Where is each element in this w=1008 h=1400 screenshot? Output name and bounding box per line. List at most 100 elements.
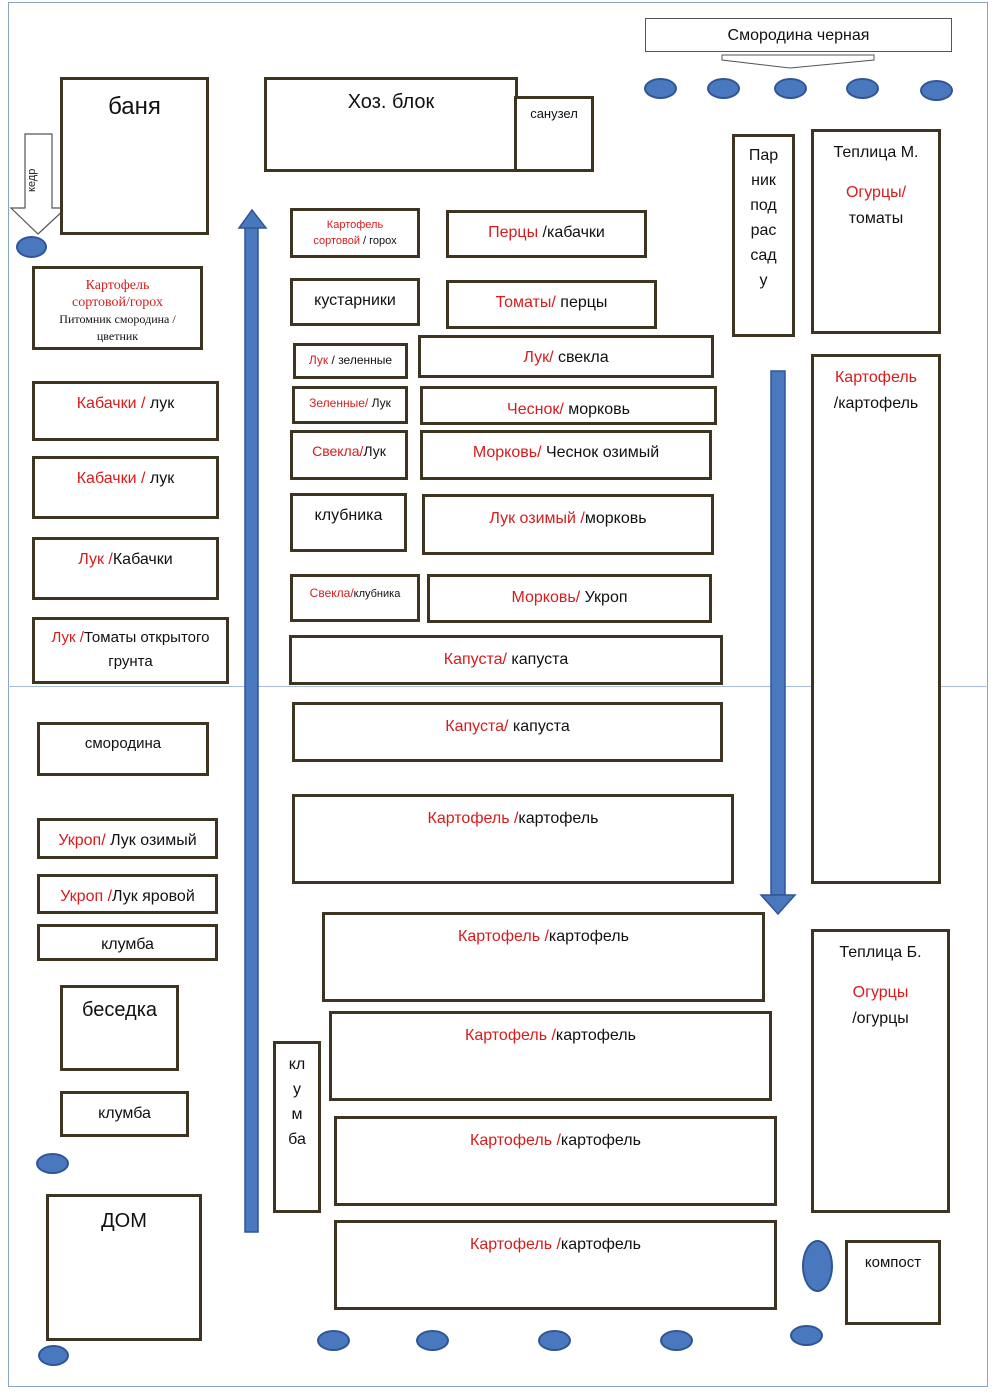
tomaty-black: перцы [555,294,608,311]
bed-luk-kabachki: Лук /Кабачки [32,537,219,600]
kartofel-1-black: картофель [518,810,599,827]
bed-klubnika: клубника [290,493,407,552]
bed-pertsy-kabachki: Перцы /кабачки [446,210,647,258]
page-frame [8,2,988,1387]
bed-kartofel-2: Картофель /картофель [322,912,765,1002]
bed-khoz-blok: Хоз. блок [264,77,518,172]
luk-kabachki-red: Лук / [78,551,113,568]
bed-kartofel-1: Картофель /картофель [292,794,734,884]
kart-center-red1: Картофель [326,219,384,231]
tree-oval [920,80,953,101]
svekla-luk-red: Свекла/ [312,443,364,459]
luk-kabachki-black: Кабачки [112,551,173,568]
tree-oval [790,1325,823,1346]
kartofel-4-red: Картофель / [470,1132,561,1149]
kartofel-3-red: Картофель / [465,1027,556,1044]
bed-luk-svekla: Лук/ свекла [418,335,714,378]
tree-oval [16,236,47,258]
tree-oval [36,1153,69,1174]
morkov-ukr-red: Морковь/ [511,589,581,606]
tree-oval [846,78,879,99]
bed-morkov-ukrop: Морковь/ Укроп [427,574,712,623]
teplica-m-title: Теплица М. [833,144,919,161]
kartofel-right-black: /картофель [833,395,919,412]
bed-chesnok-morkov: Чеснок/ морковь [420,386,717,425]
teplica-b-title: Теплица Б. [839,944,922,961]
page-break-line [8,686,988,687]
bed-kartofel-right: Картофель /картофель [811,354,941,884]
parnik-line-2: под [750,197,777,214]
klumba-v-0: кл [288,1056,306,1073]
luk-tomaty-red: Лук / [51,629,84,646]
ukrop-oz-red: Укроп/ [58,832,106,849]
kedr-label: кедр [26,168,38,192]
tree-oval [38,1345,69,1366]
kabachki-2-red: Кабачки / [76,470,146,487]
zel-luk-red: Зеленные/ [309,396,369,410]
tree-oval [660,1330,693,1351]
bed-kartofel-4: Картофель /картофель [334,1116,777,1206]
ukrop-oz-black: Лук озимый [105,832,197,849]
bed-ukrop-luk-yarovoi: Укроп /Лук яровой [37,874,218,914]
tree-oval [707,78,740,99]
bed-teplica-m: Теплица М. Огурцы/ томаты [811,129,941,334]
klumba-v-2: м [291,1106,303,1123]
luk-zel-black: / зеленные [328,353,393,367]
klumba-v-3: ба [288,1131,306,1148]
kartofel-3-black: картофель [555,1027,636,1044]
kart-center-black2: / горох [359,235,397,247]
zel-luk-black: Лук [368,396,391,410]
parnik-line-0: Пар [748,147,779,164]
kartofel-5-black: картофель [560,1236,641,1253]
bed-klumba-vertical: кл у м ба [273,1041,321,1213]
bed-luk-tomaty: Лук /Томаты открытого грунта [32,617,229,684]
bed-kabachki-luk-1: Кабачки / лук [32,381,219,441]
bed-luk-zelennye: Лук / зеленные [293,343,408,379]
klumba-v-1: у [293,1081,301,1098]
morkov-ch-black: Чеснок озимый [541,444,660,461]
kart-left-red2: сортовой/горох [72,295,163,310]
bed-kart-gorokh-center: Картофель сортовой / горох [290,208,420,258]
tree-oval [644,78,677,99]
svekla-luk-black: Лук [363,443,386,459]
bed-tomaty-pertsy: Томаты/ перцы [446,280,657,329]
bed-svekla-klubnika: Свекла/клубника [290,574,420,622]
bed-kartofel-3: Картофель /картофель [329,1011,772,1101]
bed-teplica-b: Теплица Б. Огурцы /огурцы [811,929,950,1213]
luk-tomaty-black2: грунта [108,653,153,670]
kapusta-2-red: Капуста/ [445,718,509,735]
parnik-line-1: ник [751,172,776,189]
kartofel-2-black: картофель [548,928,629,945]
kartofel-4-black: картофель [560,1132,641,1149]
kartofel-2-red: Картофель / [458,928,549,945]
bed-kartofel-5: Картофель /картофель [334,1220,777,1310]
teplica-m-red: Огурцы/ [845,184,907,201]
bed-svekla-luk: Свекла/Лук [290,430,408,480]
pertsy-red: Перцы [488,224,539,241]
bed-luk-ozimyi-morkov: Лук озимый /морковь [422,494,714,555]
kapusta-1-red: Капуста/ [443,651,507,668]
kartofel-right-red: Картофель [834,369,917,386]
luk-zel-red: Лук [308,353,329,367]
kapusta-1-black: капуста [506,651,569,668]
tree-oval [802,1240,833,1292]
path-arrow-down [759,370,797,916]
bed-zelennye-luk: Зеленные/ Лук [292,386,408,424]
luk-oz-red: Лук озимый / [489,510,585,527]
kabachki-1-red: Кабачки / [76,395,146,412]
kart-center-red2: сортовой [313,235,360,247]
kabachki-1-black: лук [145,395,175,412]
kartofel-1-red: Картофель / [427,810,519,827]
bed-sanuzel: санузел [514,96,594,172]
kartofel-5-red: Картофель / [470,1236,561,1253]
bed-dom: ДОМ [46,1194,202,1341]
teplica-b-red: Огурцы [852,984,909,1001]
bed-banya: баня [60,77,209,235]
tree-oval [774,78,807,99]
svekla-klub-red: Свекла/ [309,586,354,600]
teplica-m-black: томаты [848,210,904,227]
luk-tomaty-black1: Томаты открытого [83,629,210,646]
bed-kompost: компост [845,1240,941,1325]
pertsy-black: /кабачки [538,224,605,241]
bed-klumba-2: клумба [60,1091,189,1137]
